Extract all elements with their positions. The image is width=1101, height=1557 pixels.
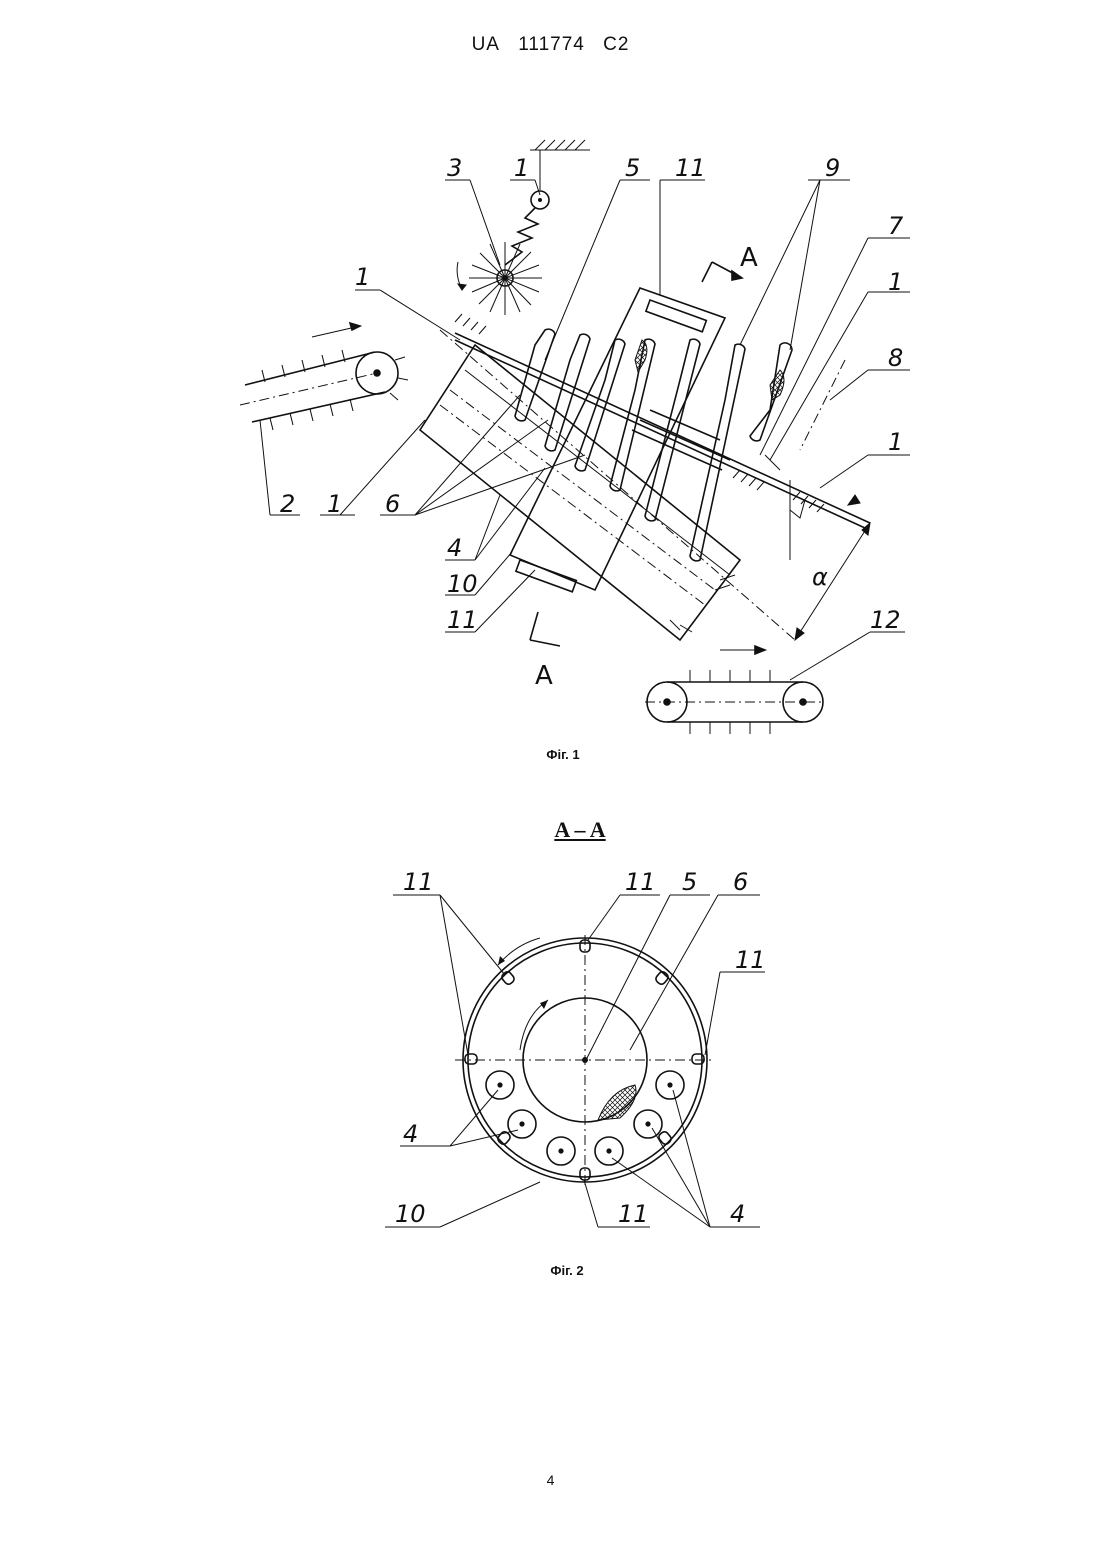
fig2-label-4a: 4 — [403, 1120, 418, 1148]
figure-2-caption: Фіг. 2 — [507, 1263, 627, 1278]
fig2-label-5: 5 — [682, 868, 697, 896]
fig2-label-10: 10 — [395, 1200, 426, 1228]
page-number: 4 — [0, 1472, 1101, 1488]
fig2-label-11c: 11 — [735, 946, 766, 974]
fig2-label-11b: 11 — [625, 868, 656, 896]
fig2-label-4b: 4 — [730, 1200, 745, 1228]
fig2-label-11d: 11 — [618, 1200, 649, 1228]
fig2-label-6: 6 — [733, 868, 748, 896]
fig2-label-11a: 11 — [403, 868, 434, 896]
drum-cross-section — [455, 935, 715, 1185]
figure-2-drawing: 11 11 5 6 11 4 10 11 4 — [0, 0, 1101, 1300]
